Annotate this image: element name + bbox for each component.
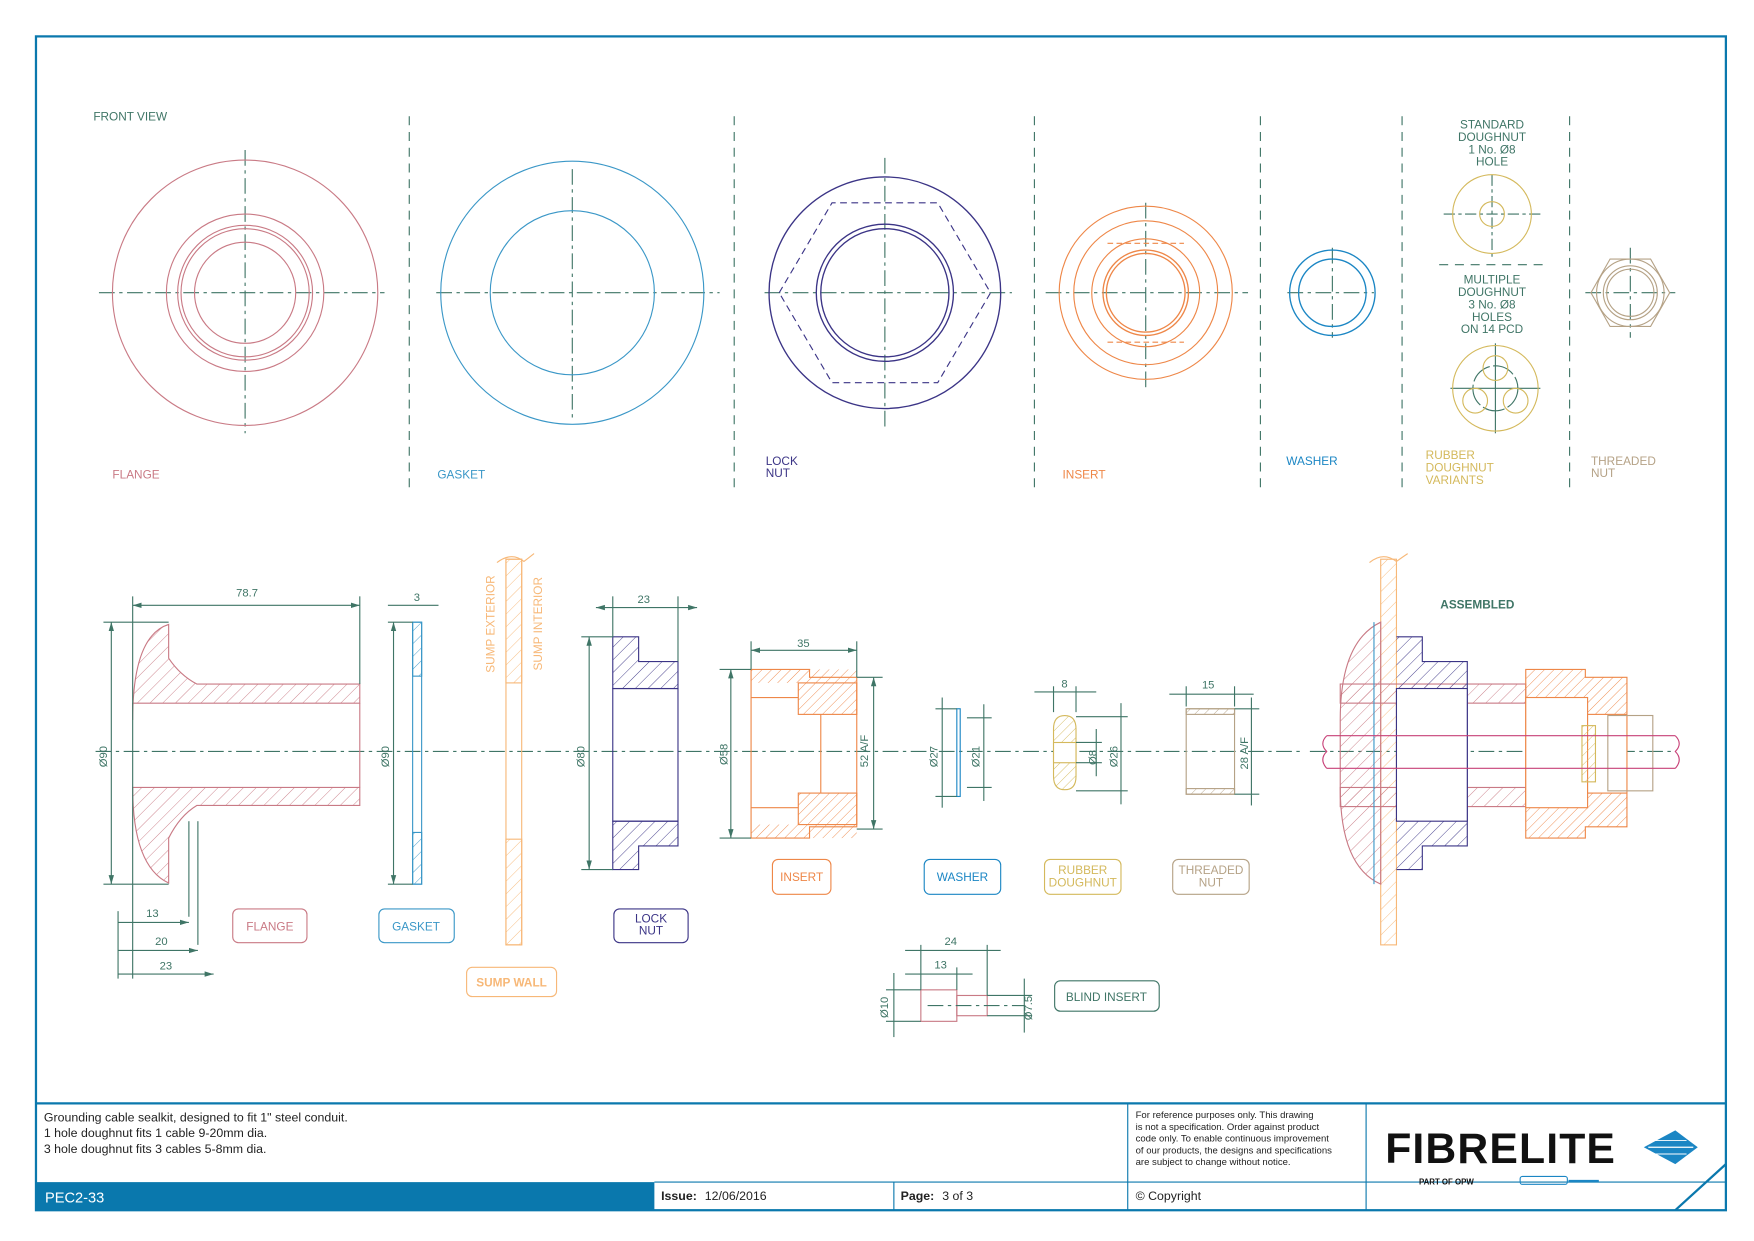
dim-gasket-dia: Ø90 (380, 746, 392, 767)
svg-text:WASHER: WASHER (937, 870, 988, 884)
badge-washer: WASHER (923, 858, 1002, 895)
sump-exterior-label: SUMP EXTERIOR (484, 575, 498, 672)
svg-text:FLANGE: FLANGE (246, 919, 293, 933)
assembled-section (1309, 553, 1680, 946)
description: Grounding cable sealkit, designed to fit… (44, 1110, 351, 1155)
disclaimer: For reference purposes only. This drawin… (1136, 1110, 1335, 1168)
flange-label: FLANGE (112, 467, 159, 481)
issue-field: Issue: 12/06/2016 (661, 1189, 767, 1203)
svg-text:BLIND INSERT: BLIND INSERT (1066, 990, 1147, 1004)
rubber-doughnut-section (1034, 686, 1128, 805)
dim-flange-length: 78.7 (236, 587, 258, 599)
blind-insert-section (885, 944, 1033, 1038)
issue-value: 12/06/2016 (705, 1189, 767, 1203)
gasket-section (387, 604, 439, 885)
dim-flange-23: 23 (160, 961, 173, 973)
threaded-nut-front-view (1585, 247, 1676, 338)
badge-blind-insert: BLIND INSERT (1054, 980, 1160, 1012)
washer-section (935, 697, 992, 808)
sump-interior-label: SUMP INTERIOR (531, 577, 545, 671)
dim-tnut-af: 28 A/F (1239, 737, 1251, 770)
svg-text:INSERT: INSERT (780, 870, 823, 884)
badge-gasket: GASKET (378, 908, 455, 944)
washer-front-view (1287, 247, 1376, 338)
description-line-2: 1 hole doughnut fits 1 cable 9-20mm dia. (44, 1126, 267, 1140)
description-line-3: 3 hole doughnut fits 3 cables 5-8mm dia. (44, 1142, 267, 1156)
part-number: PEC2-33 (45, 1190, 104, 1206)
insert-section (719, 641, 883, 839)
lock-nut-front-view (764, 157, 1012, 428)
copyright: © Copyright (1136, 1189, 1202, 1203)
brand-name: FIBRELITE (1385, 1125, 1616, 1173)
dim-gasket-thk: 3 (414, 592, 420, 604)
dim-blind-dia-head: Ø10 (879, 997, 891, 1018)
lock-nut-label-line2: NUT (766, 466, 790, 480)
badge-flange: FLANGE (232, 908, 308, 944)
description-line-1: Grounding cable sealkit, designed to fit… (44, 1110, 348, 1124)
title-block (35, 1102, 1726, 1211)
insert-label: INSERT (1063, 467, 1106, 481)
frame-corner-cut (1674, 1163, 1727, 1212)
flange-section (103, 596, 361, 979)
lock-nut-label-line1: LOCK (766, 454, 798, 468)
dim-washer-od: Ø27 (929, 746, 941, 767)
view-separators (408, 116, 1571, 493)
dim-blind-len-total: 24 (944, 936, 957, 948)
dim-doughnut-len: 8 (1061, 678, 1067, 690)
dim-flange-13: 13 (146, 908, 159, 920)
brand-tagline: PART OF OPW (1419, 1177, 1474, 1186)
front-view-heading: FRONT VIEW (93, 110, 168, 124)
issue-label: Issue: (661, 1189, 697, 1203)
standard-doughnut-front-view (1443, 174, 1541, 257)
page-label: Page: (901, 1189, 935, 1203)
dim-lock-nut-len: 23 (638, 594, 651, 606)
dim-insert-af: 52 A/F (859, 735, 871, 768)
lock-nut-section (581, 596, 698, 871)
dim-flange-dia: Ø90 (98, 746, 110, 767)
threaded-nut-section (1169, 686, 1260, 806)
multiple-doughnut-front-view (1450, 343, 1541, 434)
dim-washer-id: Ø21 (970, 746, 982, 767)
fibrelite-logo: FIBRELITE PART OF OPW (1385, 1125, 1698, 1186)
assembled-heading: ASSEMBLED (1440, 598, 1515, 612)
dim-doughnut-hole: Ø8 (1087, 750, 1099, 765)
dim-tnut-len: 15 (1202, 680, 1215, 692)
dim-insert-len: 35 (797, 638, 809, 650)
insert-front-view (1045, 202, 1249, 389)
flange-front-view (98, 149, 385, 434)
dim-blind-dia-shank: Ø7.5 (1023, 996, 1035, 1020)
page-value: 3 of 3 (942, 1189, 973, 1203)
badge-sump-wall: SUMP WALL (466, 966, 558, 998)
dim-flange-20: 20 (155, 936, 168, 948)
page-field: Page: 3 of 3 (901, 1189, 974, 1203)
svg-text:SUMP WALL: SUMP WALL (476, 975, 547, 989)
dim-blind-len-head: 13 (934, 959, 947, 971)
washer-label: WASHER (1286, 454, 1337, 468)
sump-wall-section (496, 553, 535, 946)
dim-insert-dia: Ø58 (718, 744, 730, 765)
dim-lock-nut-dia: Ø80 (576, 746, 588, 767)
gasket-front-view (436, 160, 720, 425)
drawing-frame (34, 35, 1728, 1212)
badge-insert: INSERT (771, 858, 832, 895)
svg-text:GASKET: GASKET (392, 919, 440, 933)
dim-doughnut-od: Ø26 (1109, 746, 1121, 767)
gasket-label: GASKET (437, 467, 485, 481)
